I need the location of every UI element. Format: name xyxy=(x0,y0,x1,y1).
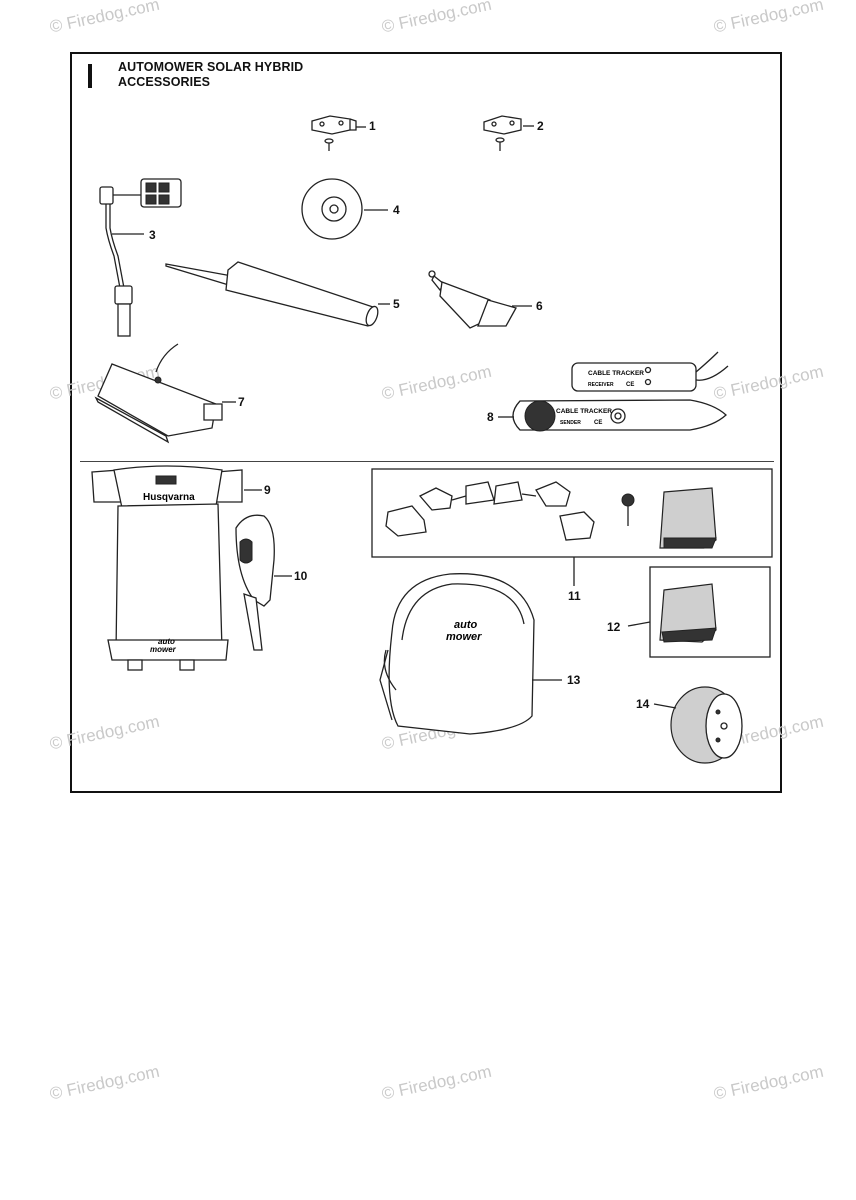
section-divider xyxy=(80,461,774,462)
brand-label: Husqvarna xyxy=(143,492,195,503)
part-11-kit xyxy=(371,468,773,586)
callout-12: 12 xyxy=(607,620,621,634)
mower-label-2: mower xyxy=(446,631,482,643)
callout-5: 5 xyxy=(393,297,400,311)
part-5-sealant-cartridge xyxy=(165,261,390,327)
callout-2: 2 xyxy=(537,119,544,133)
ce-mark: CE xyxy=(626,382,634,388)
callout-8: 8 xyxy=(487,410,494,424)
callout-14: 14 xyxy=(636,697,650,711)
part-3-usb-cable xyxy=(99,178,182,337)
callout-13: 13 xyxy=(567,673,581,687)
sender-label: SENDER xyxy=(560,420,581,426)
ce-mark: CE xyxy=(594,420,602,426)
section-marker xyxy=(88,64,92,88)
callout-9: 9 xyxy=(264,483,271,497)
tracker-label: CABLE TRACKER xyxy=(588,370,644,377)
part-4-disc xyxy=(301,178,388,240)
mower-label-1: auto xyxy=(158,637,175,646)
part-2-clip xyxy=(483,115,534,151)
part-7-cover xyxy=(94,343,236,444)
part-6-grease-tube xyxy=(428,270,532,329)
part-10-handle xyxy=(235,514,292,651)
part-12-brush xyxy=(627,566,771,658)
callout-1: 1 xyxy=(369,119,376,133)
part-8-cable-tracker xyxy=(498,351,729,432)
callout-10: 10 xyxy=(294,569,308,583)
title-line-1: AUTOMOWER SOLAR HYBRID xyxy=(118,60,304,74)
part-14-wheel xyxy=(653,686,743,764)
mower-label-1: auto xyxy=(454,619,478,631)
title-line-2: ACCESSORIES xyxy=(118,75,211,89)
part-13-backpack xyxy=(379,573,562,735)
page-title: AUTOMOWER SOLAR HYBRID ACCESSORIES xyxy=(118,60,303,90)
callout-7: 7 xyxy=(238,395,245,409)
tracker-label: CABLE TRACKER xyxy=(556,408,612,415)
part-1-clip xyxy=(311,115,366,151)
callout-6: 6 xyxy=(536,299,543,313)
part-9-body xyxy=(91,465,262,671)
callout-11: 11 xyxy=(568,589,581,603)
receiver-label: RECEIVER xyxy=(588,382,614,388)
diagram-frame xyxy=(70,52,782,793)
callout-4: 4 xyxy=(393,203,400,217)
mower-label-2: mower xyxy=(150,645,177,654)
callout-3: 3 xyxy=(149,228,156,242)
